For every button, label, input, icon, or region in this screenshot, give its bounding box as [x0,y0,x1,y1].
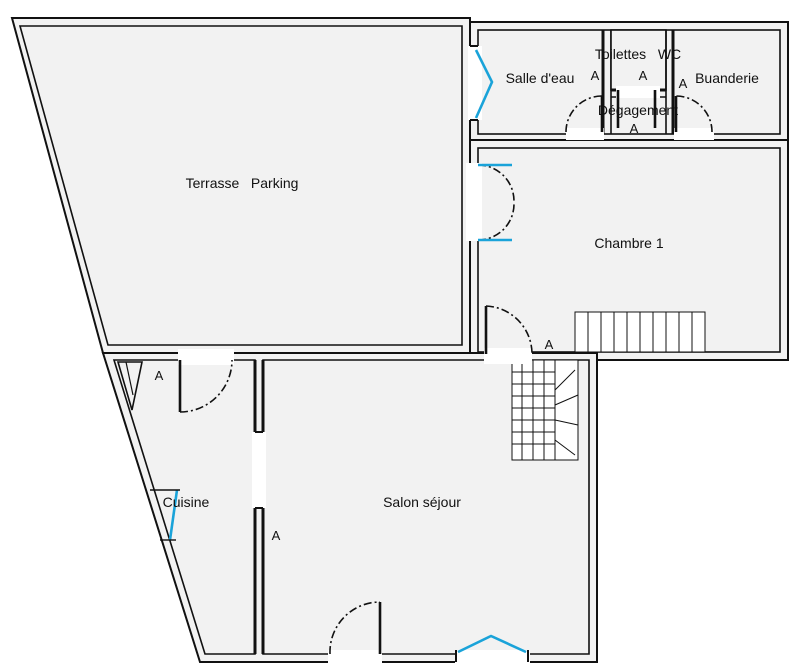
door-chambre-double [466,163,515,242]
opening-cuisine-salon [252,431,266,509]
marker-a-buanderie: A [679,76,688,91]
marker-a-degagement: A [630,121,639,136]
room-terrasse-parking [10,17,471,354]
door-buanderie [674,95,714,140]
door-salon-entrance [328,601,382,666]
label-degagement: Dégagement [598,102,678,118]
door-salle-eau [565,95,604,140]
door-chambre-stairs [484,305,533,364]
label-salon-sejour: Salon séjour [383,494,461,510]
stair-chambre [574,311,706,353]
window-cuisine [150,489,180,541]
marker-a-cuisine: A [155,368,164,383]
room-block-lower [101,352,598,663]
door-toilettes [616,86,660,128]
window-salle-eau [468,45,494,121]
label-buanderie: Buanderie [695,70,759,86]
label-toilettes-wc: Toilettes WC [595,46,681,62]
marker-a-salon: A [272,528,281,543]
label-terrasse-parking: Terrasse Parking [186,175,299,191]
window-salon [455,634,530,666]
door-cuisine-top [178,349,234,413]
marker-a-chambre: A [545,337,554,352]
label-salle-eau: Salle d'eau [506,70,575,86]
marker-a-salle-eau: A [591,68,600,83]
marker-a-toilettes: A [639,68,648,83]
stair-salon [511,359,579,461]
label-cuisine: Cuisine [163,494,210,510]
label-chambre-1: Chambre 1 [594,235,663,251]
